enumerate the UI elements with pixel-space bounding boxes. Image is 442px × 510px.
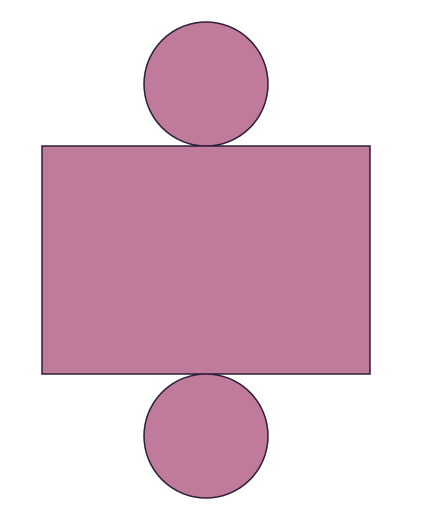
bottom-circle <box>143 373 269 499</box>
top-circle <box>143 21 269 147</box>
lateral-rectangle <box>41 145 371 375</box>
